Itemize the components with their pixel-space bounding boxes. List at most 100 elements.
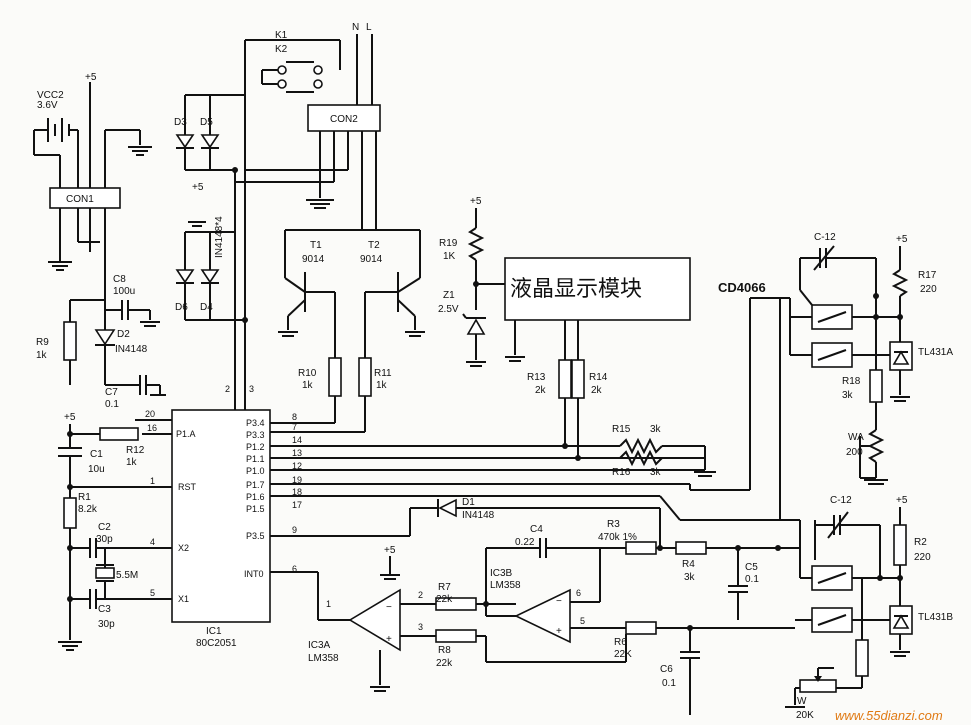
svg-text:R8: R8 [438, 645, 451, 656]
resistor-r7: R7 22k [435, 582, 516, 611]
crystal: 5.5M [95, 548, 138, 599]
con1-connector: CON1 [48, 187, 121, 300]
svg-text:D1: D1 [462, 497, 475, 508]
diode-array-label: IN4148*4 [214, 216, 225, 258]
svg-text:2: 2 [418, 590, 423, 600]
svg-text:R11: R11 [374, 368, 392, 379]
svg-text:P1.2: P1.2 [246, 442, 265, 452]
svg-text:100u: 100u [113, 286, 135, 297]
svg-text:12: 12 [292, 461, 302, 471]
con2-connector: CON2 [235, 104, 381, 230]
battery-name: VCC2 [37, 90, 64, 101]
capacitor-c2: C2 30p [67, 522, 113, 558]
switch-k1-k2: K1 K2 [244, 30, 341, 95]
svg-text:P3.4: P3.4 [246, 418, 265, 428]
svg-text:D4: D4 [200, 302, 213, 313]
svg-text:C4: C4 [530, 524, 543, 535]
svg-text:T2: T2 [368, 240, 380, 251]
con1-label: CON1 [66, 194, 94, 205]
svg-text:L: L [366, 22, 372, 33]
svg-text:P1.7: P1.7 [246, 480, 265, 490]
svg-text:IC3A: IC3A [308, 640, 331, 651]
resistor-r12: R12 1k [70, 427, 145, 468]
svg-text:14: 14 [292, 435, 302, 445]
svg-text:LM358: LM358 [308, 653, 339, 664]
resistor-r6: R6 22K C6 0.1 [614, 621, 795, 715]
svg-text:1: 1 [326, 599, 331, 609]
diode-bridge-top: D3 D5 +5 [174, 94, 245, 193]
svg-text:9: 9 [292, 525, 297, 535]
watermark: www.55dianzi.com [835, 708, 943, 723]
svg-text:3k: 3k [842, 390, 854, 401]
resistor-r1: R1 8.2k [58, 492, 98, 651]
svg-text:T1: T1 [310, 240, 322, 251]
svg-text:1k: 1k [126, 457, 138, 468]
svg-text:+5: +5 [64, 412, 76, 423]
svg-text:LM358: LM358 [490, 580, 521, 591]
resistors-r13-r14: R13 2k R14 2k [527, 359, 608, 461]
svg-text:3k: 3k [650, 467, 662, 478]
opamp-ic3a: +5 − + 1 IC3A LM358 2 3 [308, 545, 436, 692]
svg-text:2k: 2k [591, 385, 603, 396]
svg-text:R9: R9 [36, 337, 49, 348]
svg-text:N: N [352, 22, 359, 33]
svg-text:C1: C1 [90, 449, 103, 460]
cd4066-group: CD4066 C-12 +5 R17 220 [718, 232, 953, 721]
resistor-r9: R9 1k [36, 299, 105, 385]
svg-text:R14: R14 [589, 372, 608, 383]
svg-text:19: 19 [292, 475, 302, 485]
svg-text:R15: R15 [612, 424, 631, 435]
svg-text:−: − [556, 596, 562, 607]
lcd-label: 液晶显示模块 [510, 277, 642, 302]
svg-text:D5: D5 [200, 117, 213, 128]
capacitor-c7: C7 0.1 [105, 375, 166, 410]
svg-text:5.5M: 5.5M [116, 570, 138, 581]
svg-text:+5: +5 [470, 196, 482, 207]
svg-text:R2: R2 [914, 537, 927, 548]
supply-label: +5 [85, 72, 97, 83]
svg-text:200: 200 [846, 447, 863, 458]
svg-text:2k: 2k [535, 385, 547, 396]
svg-text:2.5V: 2.5V [438, 304, 459, 315]
zener-z1: Z1 2.5V [438, 290, 486, 367]
svg-text:R16: R16 [612, 467, 631, 478]
svg-text:10u: 10u [88, 464, 105, 475]
svg-text:C8: C8 [113, 274, 126, 285]
svg-text:C7: C7 [105, 387, 118, 398]
svg-text:1K: 1K [443, 251, 456, 262]
svg-text:3k: 3k [650, 424, 662, 435]
svg-text:X1: X1 [178, 594, 189, 604]
svg-text:IN4148: IN4148 [462, 510, 495, 521]
svg-text:9014: 9014 [360, 254, 383, 265]
capacitor-c3: C3 30p [67, 589, 115, 630]
diode-bridge-bottom: D6 D4 IN4148*4 [175, 216, 245, 321]
svg-text:80C2051: 80C2051 [196, 638, 237, 649]
tl431a-label: TL431A [918, 347, 953, 358]
mcu-ic1: IC1 80C2051 20 16 P1.A 1 RST 4 X2 5 X1 P… [70, 409, 302, 649]
svg-text:5: 5 [150, 588, 155, 598]
svg-text:P1.0: P1.0 [246, 466, 265, 476]
svg-text:C6: C6 [660, 664, 673, 675]
svg-text:C-12: C-12 [814, 232, 836, 243]
svg-text:220: 220 [914, 552, 931, 563]
diode-d1: D1 IN4148 [437, 497, 661, 548]
svg-text:W: W [797, 696, 807, 707]
svg-text:IC3B: IC3B [490, 568, 513, 579]
svg-text:220: 220 [920, 284, 937, 295]
svg-text:R6: R6 [614, 637, 627, 648]
svg-text:+5: +5 [384, 545, 396, 556]
svg-text:D2: D2 [117, 329, 130, 340]
svg-text:P3.5: P3.5 [246, 531, 265, 541]
svg-text:−: − [386, 602, 392, 613]
svg-text:C-12: C-12 [830, 495, 852, 506]
svg-text:0.1: 0.1 [745, 574, 759, 585]
resistor-r8: R8 22k [435, 629, 627, 669]
svg-text:22k: 22k [436, 594, 453, 605]
svg-text:R17: R17 [918, 270, 937, 281]
svg-text:X2: X2 [178, 543, 189, 553]
svg-text:IN4148: IN4148 [115, 344, 148, 355]
svg-text:0.1: 0.1 [662, 678, 676, 689]
svg-text:470k 1%: 470k 1% [598, 532, 637, 543]
